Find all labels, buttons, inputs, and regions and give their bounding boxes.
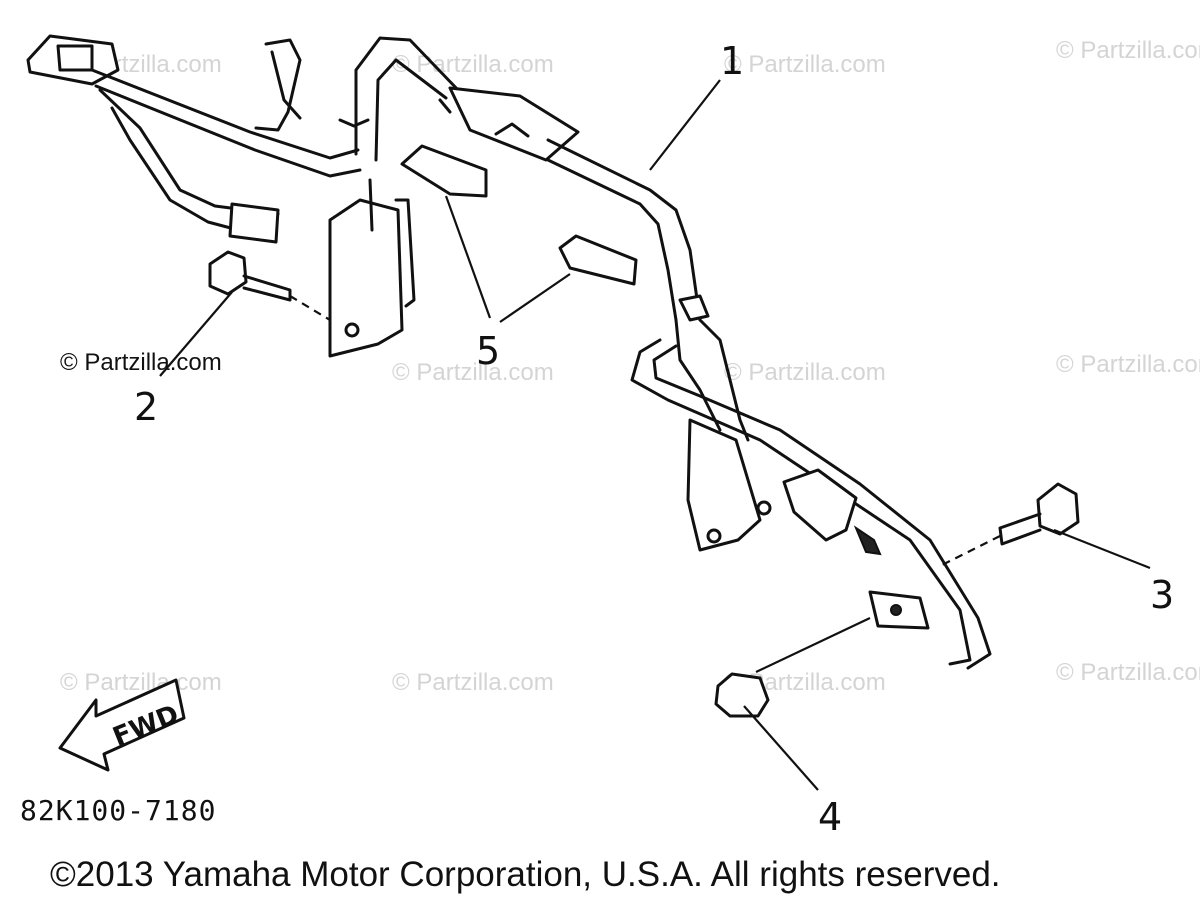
watermark: © Partzilla.com [392,359,554,386]
callout-part-2: 2 [134,385,158,429]
watermark: © Partzilla.com [60,349,222,376]
watermark: © Partzilla.com [392,669,554,696]
nut-part-4 [714,672,770,718]
frame-bracket-part-1 [26,34,992,670]
watermark: © Partzilla.com [1056,37,1200,64]
callout-part-1: 1 [720,39,744,83]
rubber-pad-part-5 [400,144,638,286]
watermark: © Partzilla.com [392,51,554,78]
watermark-layer: © Partzilla.com © Partzilla.com © Partzi… [60,37,1200,696]
copyright-notice: ©2013 Yamaha Motor Corporation, U.S.A. A… [50,855,1001,894]
watermark: © Partzilla.com [724,51,886,78]
watermark: © Partzilla.com [724,359,886,386]
bolt-part-3 [939,482,1080,567]
leader-lines [159,79,1151,791]
watermark: © Partzilla.com [60,669,222,696]
diagram-code: 82K100-7180 [20,794,216,827]
watermark: © Partzilla.com [1056,659,1200,686]
callout-part-4: 4 [818,795,842,839]
watermark: © Partzilla.com [1056,351,1200,378]
callout-part-5: 5 [476,329,500,373]
callout-part-3: 3 [1150,573,1174,617]
bolt-part-2 [208,250,331,321]
